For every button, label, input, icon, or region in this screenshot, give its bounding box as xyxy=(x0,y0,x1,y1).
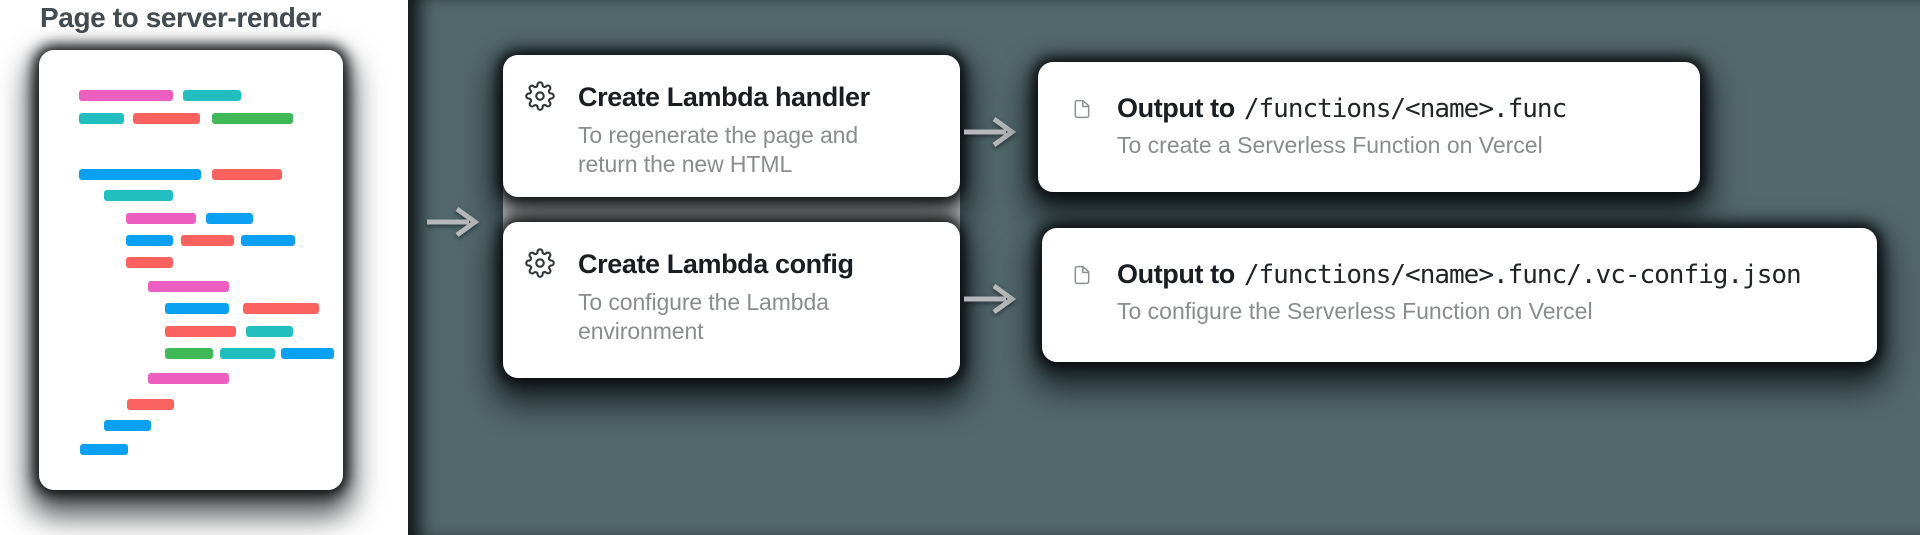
code-line-bar xyxy=(80,444,128,455)
code-line-bar xyxy=(206,213,253,224)
file-icon xyxy=(1074,265,1090,285)
output-path: /functions/<name>.func xyxy=(1243,94,1567,124)
step-title: Create Lambda handler xyxy=(578,82,870,112)
output-card-body: Output to/functions/<name>.func/.vc-conf… xyxy=(1117,259,1802,325)
step-card-body: Create Lambda handler To regenerate the … xyxy=(578,82,908,179)
code-line-bar xyxy=(241,235,295,246)
code-line-bar xyxy=(183,90,241,101)
code-line-bar xyxy=(220,348,275,359)
step-card-create-lambda-handler: Create Lambda handler To regenerate the … xyxy=(503,55,960,197)
file-icon xyxy=(1074,99,1090,119)
output-description: To create a Serverless Function on Verce… xyxy=(1117,132,1543,158)
output-card-body: Output to/functions/<name>.func To creat… xyxy=(1117,93,1567,159)
output-description: To configure the Serverless Function on … xyxy=(1117,298,1593,324)
gear-icon xyxy=(525,248,555,278)
code-line-bar xyxy=(212,113,293,124)
page-title: Page to server-render xyxy=(40,2,322,33)
code-line-bar xyxy=(165,303,229,314)
code-line-bar xyxy=(79,90,173,101)
code-line-bar xyxy=(281,348,334,359)
step-description: To configure the Lambda environment xyxy=(578,289,829,344)
code-line-bar xyxy=(181,235,234,246)
arrow-right-icon xyxy=(961,280,1021,318)
code-line-bar xyxy=(126,213,196,224)
code-line-bar xyxy=(127,399,174,410)
code-line-bar xyxy=(243,303,319,314)
code-line-bar xyxy=(126,235,173,246)
code-line-bar xyxy=(212,169,282,180)
output-card-vc-config: Output to/functions/<name>.func/.vc-conf… xyxy=(1042,228,1877,362)
code-line-bar xyxy=(104,420,151,431)
output-title: Output to/functions/<name>.func/.vc-conf… xyxy=(1117,259,1802,291)
step-description: To regenerate the page and return the ne… xyxy=(578,122,859,177)
output-title-prefix: Output to xyxy=(1117,93,1235,123)
code-line-bar xyxy=(133,113,200,124)
gear-icon xyxy=(525,81,555,111)
code-line-bar xyxy=(165,348,213,359)
step-card-body: Create Lambda config To configure the La… xyxy=(578,249,873,346)
code-line-bar xyxy=(246,326,293,337)
step-column: Create Lambda handler To regenerate the … xyxy=(503,55,960,378)
code-line-bar xyxy=(79,113,124,124)
code-line-bar xyxy=(126,257,173,268)
code-line-bar xyxy=(104,190,173,201)
code-line-bar xyxy=(165,326,236,337)
step-title: Create Lambda config xyxy=(578,249,854,279)
code-line-bar xyxy=(148,281,229,292)
code-line-bar xyxy=(79,169,201,180)
output-title-prefix: Output to xyxy=(1117,259,1235,289)
output-card-func: Output to/functions/<name>.func To creat… xyxy=(1038,62,1700,192)
arrow-right-icon xyxy=(424,203,484,241)
code-card xyxy=(39,50,343,490)
output-title: Output to/functions/<name>.func xyxy=(1117,93,1567,125)
arrow-right-icon xyxy=(961,113,1021,151)
code-line-bar xyxy=(148,373,229,384)
output-path: /functions/<name>.func/.vc-config.json xyxy=(1243,260,1802,290)
step-card-create-lambda-config: Create Lambda config To configure the La… xyxy=(503,222,960,378)
